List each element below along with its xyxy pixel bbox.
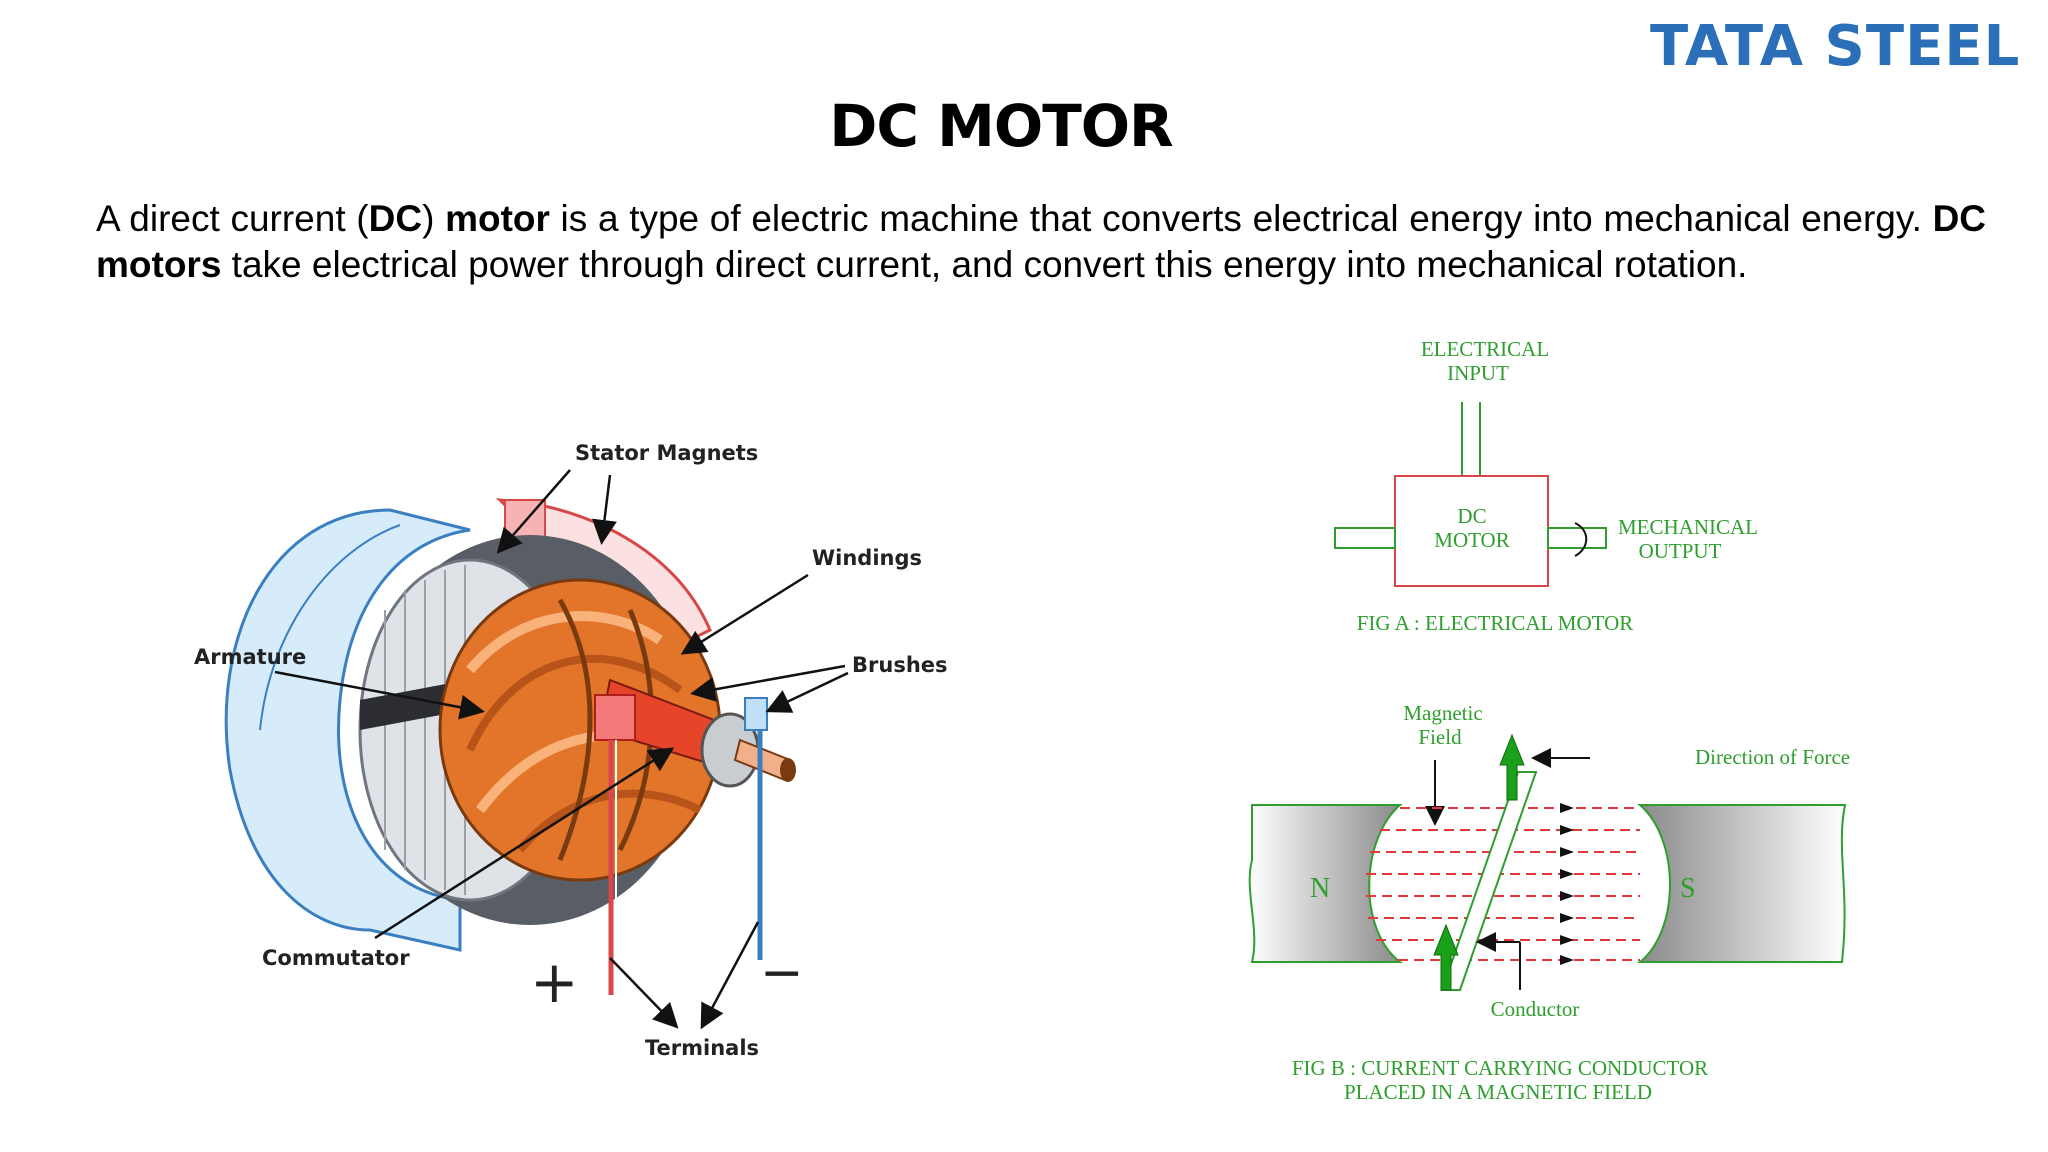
label-windings: Windings [812, 546, 922, 570]
fig-b-south-pole: S [1680, 873, 1696, 904]
fig-b-conductor-label: Conductor [1491, 997, 1580, 1021]
brushes-terminals [608, 697, 768, 995]
label-terminals: Terminals [645, 1036, 759, 1060]
windings [438, 578, 722, 882]
para-text-3: is a type of electric machine that conve… [549, 198, 1933, 239]
para-text-4: take electrical power through direct cur… [221, 244, 1748, 285]
label-brushes: Brushes [852, 653, 948, 677]
terminal-minus-sign: − [760, 943, 804, 1003]
fig-b-field-line1: Magnetic [1403, 701, 1482, 725]
para-bold-dc-motors: DC motors [96, 198, 1987, 285]
para-text-1: A direct current ( [96, 198, 369, 239]
label-commutator: Commutator [262, 946, 410, 970]
para-bold-dc: DC [368, 198, 423, 239]
fig-b-direction-of-force: Direction of Force [1695, 745, 1850, 769]
fig-b-caption-line2: PLACED IN A MAGNETIC FIELD [1344, 1080, 1652, 1104]
motor-principle-figures: ELECTRICAL INPUT DC MOTOR MECHANICAL OUT… [1248, 337, 1850, 1104]
intro-paragraph: A direct current (DC) motor is a type of… [96, 196, 1986, 288]
para-text-2: ) [422, 198, 446, 239]
fig-a-electrical-motor: ELECTRICAL INPUT DC MOTOR MECHANICAL OUT… [1334, 337, 1758, 635]
fig-b-north-pole: N [1310, 873, 1330, 904]
fig-a-output-line2: OUTPUT [1639, 539, 1722, 563]
commutator-shaft [594, 678, 796, 788]
fig-a-output-line1: MECHANICAL [1618, 515, 1758, 539]
slide-title: DC MOTOR [829, 92, 1173, 160]
fig-b-field-line2: Field [1418, 725, 1462, 749]
fig-a-input-line1: ELECTRICAL [1421, 337, 1549, 361]
fig-b-conductor-in-field: Magnetic Field Direction of Force N S [1248, 701, 1850, 1104]
fig-a-caption: FIG A : ELECTRICAL MOTOR [1357, 611, 1634, 635]
label-armature: Armature [194, 645, 306, 669]
terminal-plus-sign: + [530, 948, 579, 1016]
fig-b-caption-line1: FIG B : CURRENT CARRYING CONDUCTOR [1292, 1056, 1708, 1080]
para-bold-motor: motor [445, 198, 550, 239]
label-stator-magnets: Stator Magnets [575, 441, 758, 465]
fig-a-motor-line2: MOTOR [1434, 528, 1509, 552]
fig-a-motor-line1: DC [1457, 504, 1486, 528]
logo-text: TATA STEEL [1650, 14, 2020, 79]
fig-a-input-line2: INPUT [1447, 361, 1509, 385]
dc-motor-cutaway-diagram: Stator Magnets Windings Armature Brushes… [194, 441, 948, 1060]
tata-steel-logo: TATA STEEL [1650, 14, 2020, 79]
